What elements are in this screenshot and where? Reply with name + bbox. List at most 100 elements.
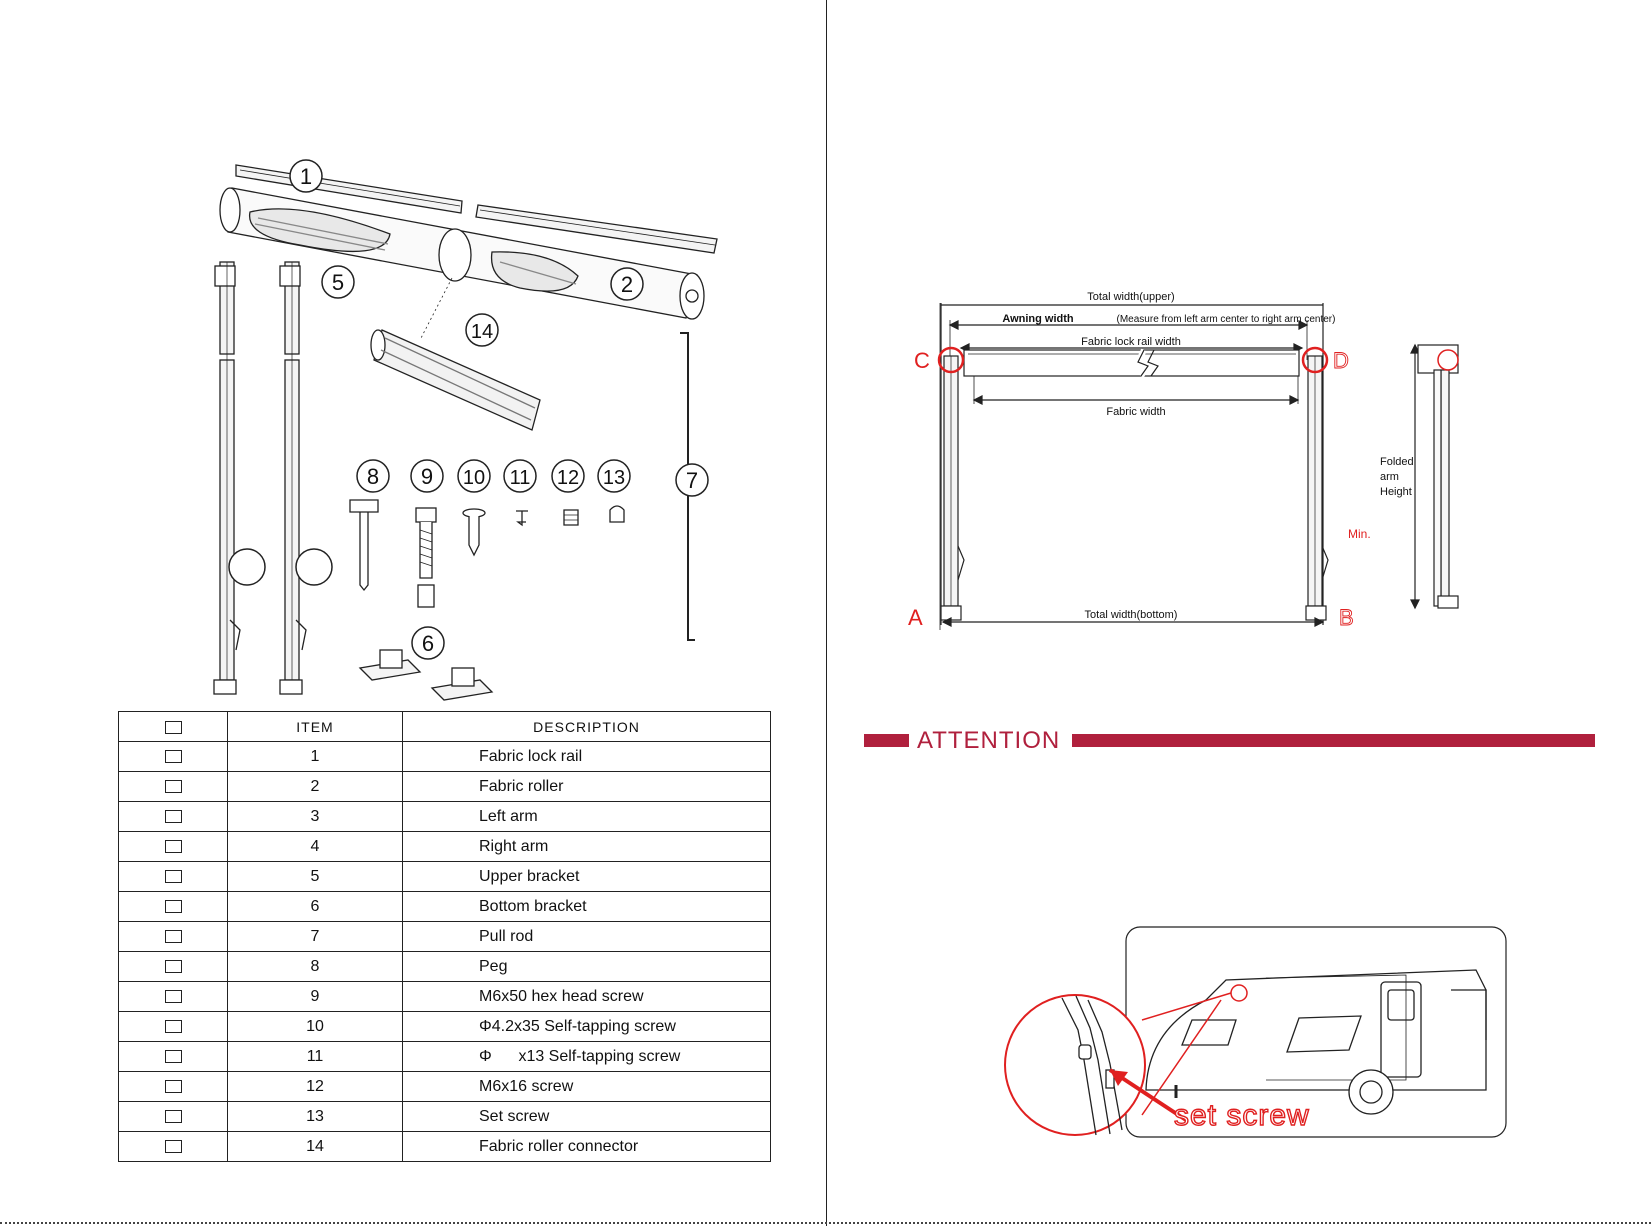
checkbox[interactable]: [164, 1019, 182, 1033]
label-total-width-bottom: Total width(bottom): [1085, 609, 1178, 621]
label-measure-note: (Measure from left arm center to right a…: [1117, 314, 1336, 325]
checkbox[interactable]: [164, 779, 182, 793]
callout-14: 14: [471, 321, 493, 343]
checkbox[interactable]: [164, 869, 182, 883]
attention-title: ATTENTION: [917, 727, 1061, 754]
checkbox-cell: [118, 921, 228, 952]
dimension-diagram: Total width(upper) Awning width (Measure…: [908, 291, 1459, 630]
item-number: 8: [227, 951, 403, 982]
item-description: Pull rod: [402, 921, 771, 952]
corner-label-a: A: [908, 605, 923, 630]
page-divider: [826, 0, 827, 1226]
checkbox-cell: [118, 1071, 228, 1102]
checkbox-cell: [118, 771, 228, 802]
item-description: Φ x13 Self-tapping screw: [402, 1041, 771, 1072]
item-description: M6x50 hex head screw: [402, 981, 771, 1012]
item-description: Fabric roller connector: [402, 1131, 771, 1162]
callout-7: 7: [686, 468, 698, 493]
checkbox[interactable]: [164, 749, 182, 763]
exploded-view-drawing: 1 2 5 14 8 9 10 11 12 13 7 6: [213, 159, 718, 701]
callout-5: 5: [332, 270, 344, 295]
checkbox-cell: [118, 801, 228, 832]
callout-13: 13: [603, 467, 625, 489]
item-number: 14: [227, 1131, 403, 1162]
item-description: M6x16 screw: [402, 1071, 771, 1102]
corner-label-b: B: [1339, 605, 1354, 630]
checkbox[interactable]: [164, 959, 182, 973]
item-number: 3: [227, 801, 403, 832]
item-description: Fabric roller: [402, 771, 771, 802]
item-number: 12: [227, 1071, 403, 1102]
corner-label-d: D: [1333, 348, 1349, 373]
checkbox[interactable]: [164, 929, 182, 943]
checkbox-cell: [118, 1101, 228, 1132]
item-number: 5: [227, 861, 403, 892]
item-number: 11: [227, 1041, 403, 1072]
checkbox-cell: [118, 861, 228, 892]
checkbox[interactable]: [164, 839, 182, 853]
header-checkbox-cell: [118, 711, 228, 742]
label-arm: arm: [1380, 471, 1399, 483]
attention-bar-right: [1072, 734, 1595, 747]
item-description: Φ4.2x35 Self-tapping screw: [402, 1011, 771, 1042]
item-number: 9: [227, 981, 403, 1012]
checkbox[interactable]: [164, 899, 182, 913]
callout-1: 1: [300, 164, 312, 189]
callout-6: 6: [422, 631, 434, 656]
callout-11: 11: [510, 467, 531, 489]
label-set-screw: set screw: [1174, 1099, 1310, 1132]
item-description: Bottom bracket: [402, 891, 771, 922]
item-number: 10: [227, 1011, 403, 1042]
checkbox[interactable]: [164, 809, 182, 823]
item-number: 6: [227, 891, 403, 922]
caravan-illustration: set screw: [1004, 926, 1507, 1138]
checkbox[interactable]: [164, 989, 182, 1003]
item-number: 13: [227, 1101, 403, 1132]
label-awning-width: Awning width: [1002, 313, 1074, 325]
callout-10: 10: [463, 467, 485, 489]
header-description: DESCRIPTION: [402, 711, 771, 742]
attention-bar-left: [864, 734, 909, 747]
checkbox[interactable]: [164, 1109, 182, 1123]
item-number: 7: [227, 921, 403, 952]
header-item: ITEM: [227, 711, 403, 742]
corner-label-c: C: [914, 348, 930, 373]
checkbox-cell: [118, 831, 228, 862]
item-description: Right arm: [402, 831, 771, 862]
checkbox-cell: [118, 891, 228, 922]
item-description: Set screw: [402, 1101, 771, 1132]
page-bottom-border: [0, 1222, 1651, 1224]
callout-2: 2: [621, 272, 633, 297]
checkbox[interactable]: [164, 1139, 182, 1153]
checkbox[interactable]: [164, 1079, 182, 1093]
item-number: 1: [227, 741, 403, 772]
item-description: Left arm: [402, 801, 771, 832]
checkbox[interactable]: [164, 1049, 182, 1063]
label-fabric-lock-rail-width: Fabric lock rail width: [1081, 336, 1181, 348]
item-description: Peg: [402, 951, 771, 982]
label-folded: Folded: [1380, 456, 1414, 468]
checkbox[interactable]: [164, 721, 182, 735]
label-fabric-width: Fabric width: [1106, 406, 1165, 418]
checkbox-cell: [118, 1041, 228, 1072]
callout-12: 12: [557, 467, 579, 489]
callout-9: 9: [421, 464, 433, 489]
checkbox-cell: [118, 1131, 228, 1162]
item-description: Upper bracket: [402, 861, 771, 892]
item-number: 4: [227, 831, 403, 862]
item-number: 2: [227, 771, 403, 802]
